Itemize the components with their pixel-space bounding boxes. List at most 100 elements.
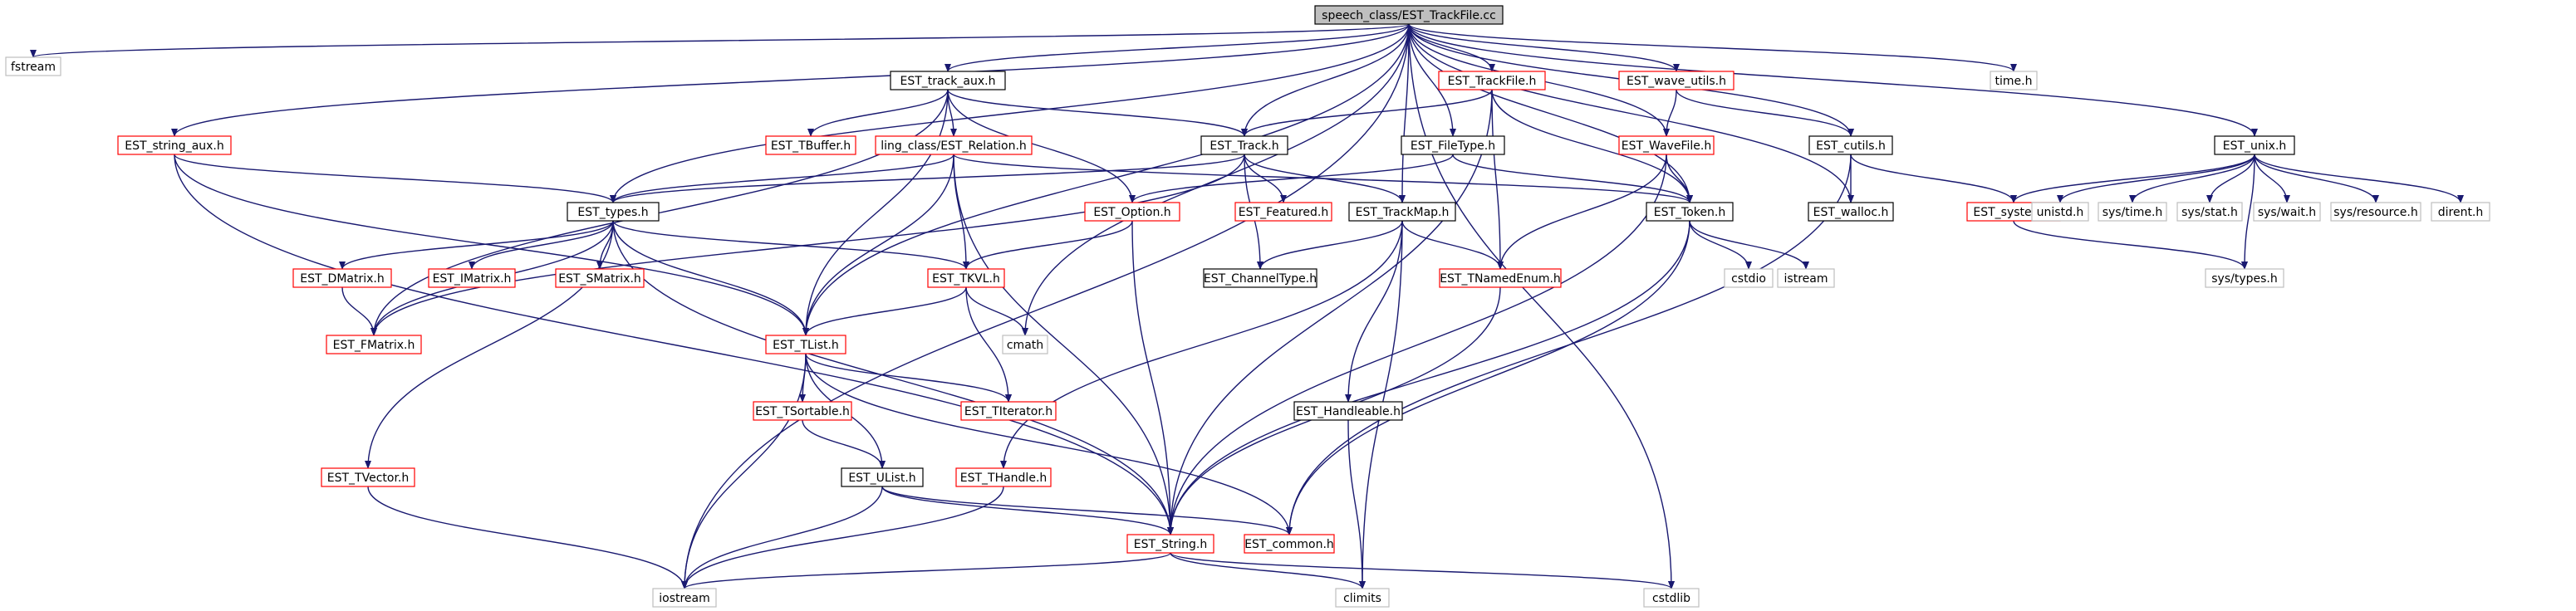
node-ulist[interactable]: EST_UList.h (841, 467, 924, 487)
edge-unix-to-syswait (2254, 154, 2290, 203)
node-trackfile[interactable]: EST_TrackFile.h (1438, 71, 1546, 90)
node-tvector[interactable]: EST_TVector.h (321, 467, 415, 487)
edge-track-to-fmatrix (370, 154, 1245, 336)
node-box (2176, 202, 2243, 222)
node-label: time.h (1995, 75, 2033, 88)
node-common[interactable]: EST_common.h (1244, 534, 1335, 554)
node-box (2098, 202, 2167, 222)
node-box (753, 401, 852, 421)
edge-track_aux-to-option (947, 89, 1136, 203)
node-trackmap[interactable]: EST_TrackMap.h (1348, 202, 1456, 222)
edge-tkvl-to-tlist (802, 286, 967, 336)
node-thandle[interactable]: EST_THandle.h (955, 467, 1052, 487)
node-tsortable[interactable]: EST_TSortable.h (753, 401, 852, 421)
node-label: EST_String.h (1134, 538, 1207, 551)
node-wavefile[interactable]: EST_WaveFile.h (1618, 135, 1715, 155)
node-smatrix[interactable]: EST_SMatrix.h (555, 268, 645, 288)
edge-root-to-unix (1408, 23, 2258, 137)
node-label: unistd.h (2037, 206, 2084, 219)
edge-filetype-to-option (1129, 154, 1454, 203)
node-unix[interactable]: EST_unix.h (2214, 135, 2295, 155)
node-track_aux[interactable]: EST_track_aux.h (890, 71, 1006, 90)
node-root[interactable]: speech_class/EST_TrackFile.cc (1314, 5, 1504, 25)
node-climits: climits (1335, 588, 1390, 608)
node-types[interactable]: EST_types.h (567, 202, 660, 222)
edge-trackmap-to-handleable (1345, 220, 1403, 403)
node-fmatrix[interactable]: EST_FMatrix.h (326, 335, 422, 354)
node-wave_utils[interactable]: EST_wave_utils.h (1618, 71, 1735, 90)
edge-handleable-to-climits (1347, 419, 1366, 589)
node-string[interactable]: EST_String.h (1126, 534, 1214, 554)
node-label: EST_TNamedEnum.h (1440, 272, 1561, 286)
node-channeltype[interactable]: EST_ChannelType.h (1203, 268, 1317, 288)
node-label: EST_IMatrix.h (433, 272, 512, 286)
node-titerator[interactable]: EST_TIterator.h (960, 401, 1057, 421)
edge-relation-to-tlist (802, 154, 954, 336)
node-tkvl[interactable]: EST_TKVL.h (927, 268, 1005, 288)
node-label: climits (1343, 592, 1381, 605)
node-label: sys/stat.h (2181, 206, 2238, 219)
edge-root-to-iostream (681, 23, 1410, 589)
node-label: EST_TList.h (773, 339, 839, 352)
node-label: EST_types.h (577, 206, 648, 219)
edge-root-to-cstdlib (1408, 23, 1675, 589)
node-cutils[interactable]: EST_cutils.h (1808, 135, 1893, 155)
node-box (1990, 71, 2038, 90)
node-tnamedenum[interactable]: EST_TNamedEnum.h (1439, 268, 1562, 288)
node-label: sys/resource.h (2333, 206, 2417, 219)
node-box (1618, 71, 1735, 90)
node-box (2214, 135, 2295, 155)
node-istream: istream (1777, 268, 1835, 288)
node-tbuffer[interactable]: EST_TBuffer.h (765, 135, 856, 155)
node-dmatrix[interactable]: EST_DMatrix.h (292, 268, 392, 288)
node-label: EST_SMatrix.h (558, 272, 641, 286)
node-label: EST_DMatrix.h (300, 272, 384, 286)
node-walloc[interactable]: EST_walloc.h (1808, 202, 1894, 222)
node-featured[interactable]: EST_Featured.h (1234, 202, 1332, 222)
node-filetype[interactable]: EST_FileType.h (1401, 135, 1505, 155)
node-token[interactable]: EST_Token.h (1646, 202, 1734, 222)
node-box (1777, 268, 1835, 288)
edge-string_aux-to-string (174, 154, 1174, 535)
node-label: speech_class/EST_TrackFile.cc (1322, 9, 1496, 22)
node-label: EST_TIterator.h (964, 405, 1052, 418)
node-label: ling_class/EST_Relation.h (881, 139, 1027, 153)
node-box (1438, 71, 1546, 90)
node-relation[interactable]: ling_class/EST_Relation.h (875, 135, 1033, 155)
edge-unix-to-unistd (2057, 154, 2255, 203)
node-label: sys/time.h (2103, 206, 2163, 219)
node-tlist[interactable]: EST_TList.h (765, 335, 846, 354)
node-label: EST_Handleable.h (1296, 405, 1401, 418)
edge-trackfile-to-string (1167, 89, 1493, 535)
node-box (326, 335, 422, 354)
node-box (960, 401, 1057, 421)
node-box (2253, 202, 2321, 222)
node-box (1618, 135, 1715, 155)
node-box (1643, 588, 1700, 608)
node-option[interactable]: EST_Option.h (1084, 202, 1180, 222)
node-box (1293, 401, 1403, 421)
node-fstream: fstream (5, 56, 61, 76)
node-imatrix[interactable]: EST_IMatrix.h (428, 268, 516, 288)
edge-root-to-walloc (1408, 23, 1854, 203)
node-label: EST_Track.h (1209, 139, 1278, 153)
edge-root-to-tlist (802, 23, 1410, 336)
edge-dmatrix-to-fmatrix (341, 286, 377, 336)
edge-track_aux-to-tlist (802, 89, 949, 336)
edge-unix-to-sysstat (2206, 154, 2255, 203)
edge-wave_utils-to-cutils (1676, 89, 1854, 137)
node-label: EST_THandle.h (960, 472, 1048, 485)
edge-types-to-string (612, 220, 1174, 535)
node-track[interactable]: EST_Track.h (1200, 135, 1288, 155)
node-label: EST_Token.h (1654, 206, 1725, 219)
edge-root-to-track_aux (945, 23, 1410, 72)
node-handleable[interactable]: EST_Handleable.h (1293, 401, 1403, 421)
edge-track_aux-to-tbuffer (807, 89, 949, 137)
node-label: EST_TBuffer.h (771, 139, 851, 153)
node-syswait: sys/wait.h (2253, 202, 2321, 222)
node-string_aux[interactable]: EST_string_aux.h (117, 135, 232, 155)
node-box (1724, 268, 1774, 288)
node-label: EST_unix.h (2223, 139, 2287, 153)
node-label: EST_walloc.h (1813, 206, 1889, 219)
node-box (1234, 202, 1332, 222)
